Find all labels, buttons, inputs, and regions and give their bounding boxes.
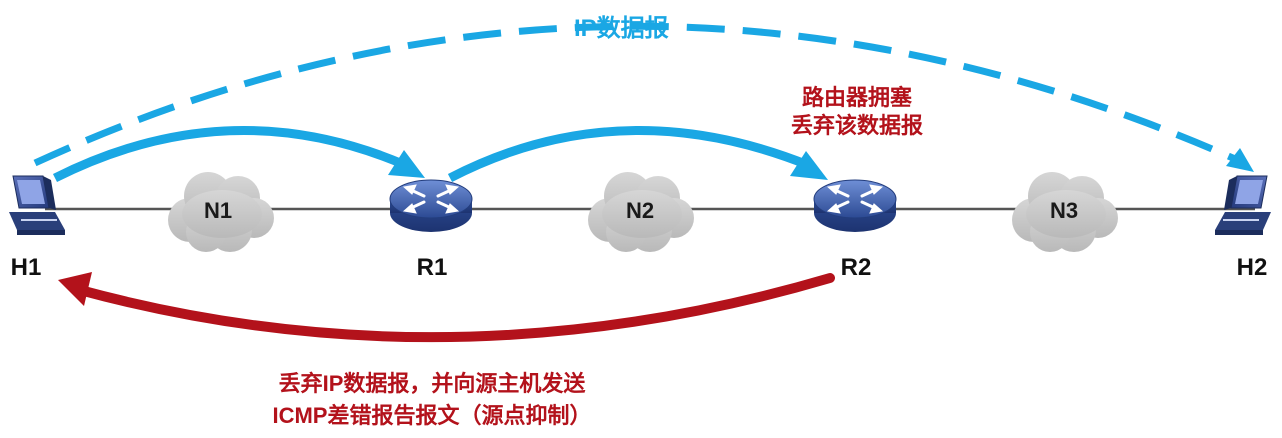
forward-arrow-h1-r1	[52, 126, 407, 183]
forward-arrowhead-r1-r2	[790, 151, 828, 180]
icmp-annotation: 丢弃IP数据报，并向源主机发送 ICMP差错报告报文（源点抑制）	[222, 368, 642, 432]
network-label-n1: N1	[203, 198, 233, 223]
icmp-line-2: ICMP差错报告报文（源点抑制）	[272, 403, 592, 428]
node-label-h2: H2	[1236, 254, 1268, 281]
icmp-line-1: 丢弃IP数据报，并向源主机发送	[278, 371, 586, 396]
ip-datagram-dashed-arrow	[33, 22, 1244, 167]
node-label-r2: R2	[840, 254, 872, 281]
icmp-error-arrow	[75, 273, 835, 343]
host-computer-icon-h2	[1214, 175, 1272, 236]
router-badge-r2: ROUTER	[838, 233, 872, 242]
icmp-error-arrowhead	[58, 272, 92, 306]
node-label-r1: R1	[416, 254, 448, 281]
ip-datagram-label: IP数据报	[574, 15, 669, 42]
network-label-n3: N3	[1049, 198, 1079, 223]
router-icon-r1	[388, 178, 474, 234]
node-label-h1: H1	[10, 254, 42, 281]
forward-arrow-r1-r2	[447, 126, 810, 182]
router-badge-r1: ROUTER	[414, 233, 448, 242]
ip-datagram-dashed-arrowhead	[1226, 148, 1254, 172]
congestion-line-2: 丢弃该数据报	[790, 113, 923, 138]
forward-arrowhead-h1-r1	[388, 150, 425, 178]
host-computer-icon-h1	[8, 175, 66, 236]
router-icon-r2	[812, 178, 898, 234]
congestion-annotation: 路由器拥塞 丢弃该数据报	[762, 84, 952, 140]
network-label-n2: N2	[625, 198, 655, 223]
congestion-line-1: 路由器拥塞	[801, 85, 912, 110]
